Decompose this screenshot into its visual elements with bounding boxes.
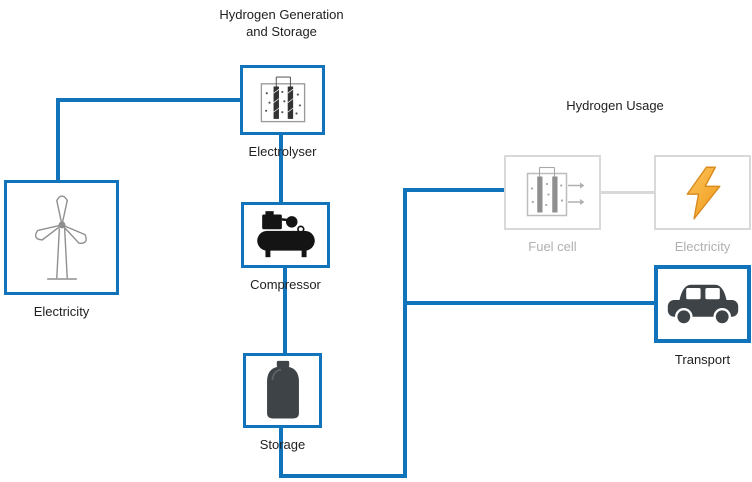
connector-to-transport xyxy=(407,301,655,305)
storage-tank-icon xyxy=(266,360,299,418)
transport-box[interactable] xyxy=(654,265,751,343)
storage-label: Storage xyxy=(259,437,306,452)
storage-node: Storage xyxy=(243,353,322,452)
electrolyser-node: Electrolyser xyxy=(240,65,325,159)
connector-electrolyser-compressor xyxy=(279,133,283,204)
electricity-output-node: Electricity xyxy=(654,155,751,254)
connector-usage-riser xyxy=(403,188,407,478)
electricity-output-label: Electricity xyxy=(674,239,731,254)
lightning-bolt-icon xyxy=(686,166,720,219)
connector-compressor-storage xyxy=(283,267,287,355)
electricity-output-box[interactable] xyxy=(654,155,751,230)
electricity-source-node: Electricity xyxy=(4,180,119,319)
fuel-cell-box[interactable] xyxy=(504,155,601,230)
connector-electricity-up xyxy=(56,98,60,182)
electricity-source-label: Electricity xyxy=(33,304,90,319)
electrolyser-box[interactable] xyxy=(240,65,325,135)
car-icon xyxy=(667,284,738,326)
connector-fuel-cell-electricity xyxy=(600,191,655,194)
compressor-node: Compressor xyxy=(241,202,330,292)
usage-section-title: Hydrogen Usage xyxy=(566,98,664,113)
fuel-cell-label: Fuel cell xyxy=(528,239,577,254)
connector-storage-down xyxy=(279,426,283,478)
connector-to-fuel-cell xyxy=(403,188,505,192)
fuel-cell-node: Fuel cell xyxy=(504,155,601,254)
transport-node: Transport xyxy=(654,265,751,367)
transport-label: Transport xyxy=(674,352,731,367)
connector-bottom-horizontal xyxy=(279,474,407,478)
storage-box[interactable] xyxy=(243,353,322,428)
compressor-icon xyxy=(256,211,315,258)
generation-section-title: Hydrogen Generation and Storage xyxy=(219,7,344,39)
wind-turbine-icon xyxy=(34,194,87,280)
fuel-cell-icon xyxy=(526,166,584,216)
compressor-label: Compressor xyxy=(250,277,321,292)
connector-electricity-electrolyser xyxy=(56,98,242,102)
electrolyser-icon xyxy=(260,76,305,123)
compressor-box[interactable] xyxy=(241,202,330,268)
electrolyser-label: Electrolyser xyxy=(248,144,317,159)
electricity-source-box[interactable] xyxy=(4,180,119,295)
